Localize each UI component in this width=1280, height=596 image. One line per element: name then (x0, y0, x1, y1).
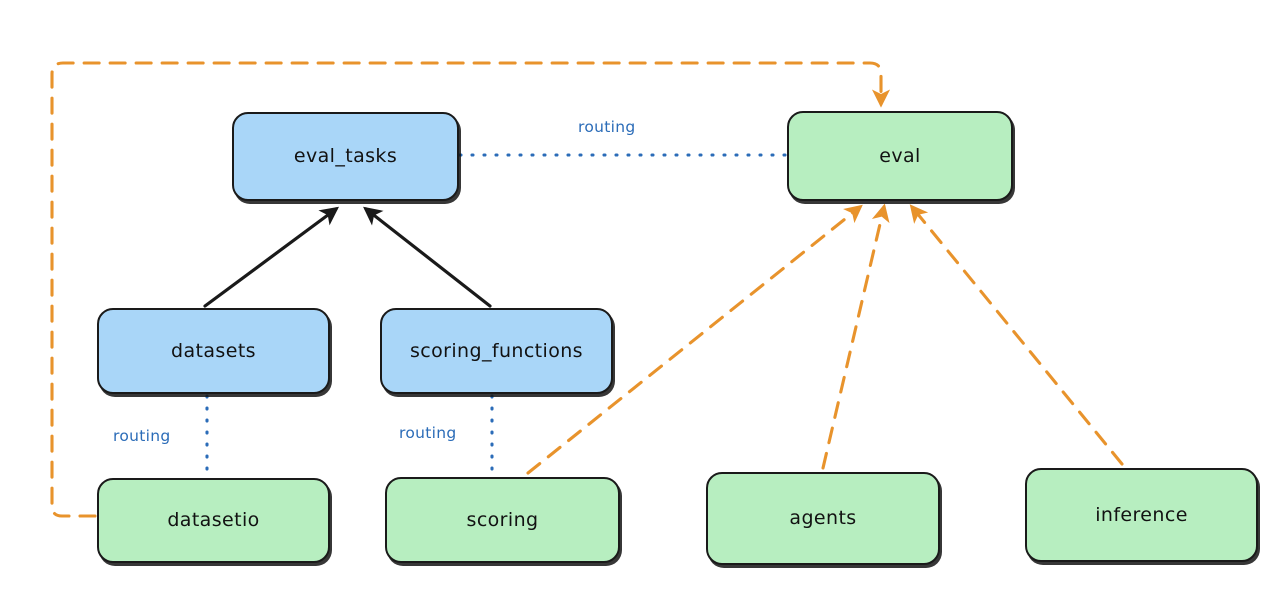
edge-scoring_functions-to-eval_tasks (363, 206, 492, 308)
node-scoring-functions[interactable]: scoring_functions (380, 308, 613, 394)
edge-label-routing-eval: routing (578, 118, 636, 136)
edge-datasetio-to-eval (50, 61, 891, 518)
node-inference[interactable]: inference (1025, 468, 1258, 562)
node-label-eval-tasks: eval_tasks (293, 145, 398, 167)
node-label-scoring-functions: scoring_functions (410, 339, 583, 362)
node-label-eval: eval (879, 144, 921, 167)
node-label-scoring: scoring (466, 508, 539, 531)
node-label-datasets: datasets (171, 339, 256, 362)
node-datasets[interactable]: datasets (97, 308, 330, 394)
node-agents[interactable]: agents (706, 472, 940, 565)
edge-agents-to-eval (821, 203, 890, 470)
node-label-datasetio: datasetio (167, 509, 260, 531)
edge-label-routing-scoring: routing (399, 424, 457, 442)
node-eval-tasks[interactable]: eval_tasks (232, 112, 459, 201)
node-scoring[interactable]: scoring (385, 477, 620, 563)
edge-datasets-to-eval_tasks (203, 206, 340, 308)
edge-inference-to-eval (909, 204, 1124, 466)
edge-label-routing-datasetio: routing (113, 427, 171, 445)
node-label-inference: inference (1095, 503, 1188, 526)
node-eval[interactable]: eval (787, 111, 1013, 201)
node-datasetio[interactable]: datasetio (97, 478, 330, 563)
node-label-agents: agents (789, 507, 857, 529)
